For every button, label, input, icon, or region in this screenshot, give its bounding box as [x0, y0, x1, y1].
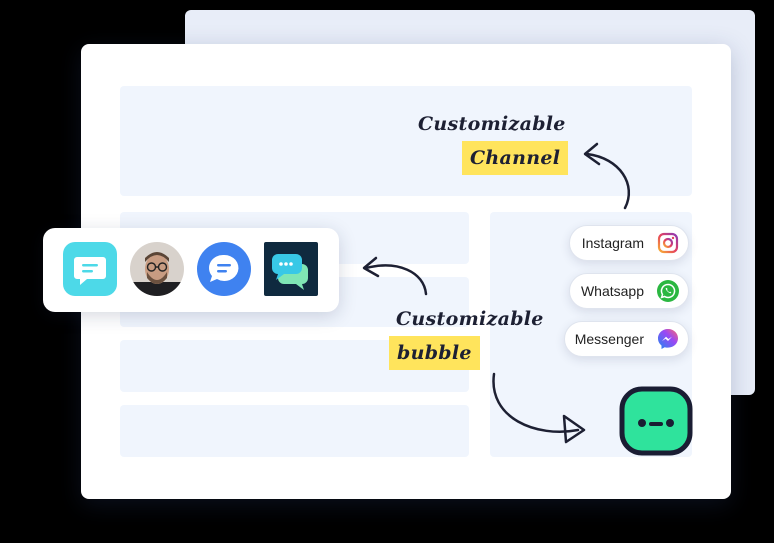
agent-avatar-photo[interactable] [130, 242, 184, 296]
channel-whatsapp-label: Whatsapp [580, 283, 644, 299]
chat-bubble-blue-icon[interactable] [197, 242, 251, 296]
bubble-options-card [43, 228, 339, 312]
chat-bubbles-dark-icon[interactable] [264, 242, 318, 296]
channel-label-line1: Customizable [418, 113, 566, 135]
chatbot-launcher-icon[interactable] [619, 386, 693, 456]
bubble-label-line2: bubble [389, 336, 480, 370]
chat-bubble-teal-icon[interactable] [63, 242, 117, 296]
arrow-to-channel [583, 142, 631, 210]
whatsapp-icon [657, 280, 679, 302]
arrow-to-bubbles [362, 256, 428, 296]
instagram-icon [657, 232, 679, 254]
header-placeholder [120, 86, 692, 196]
channel-whatsapp[interactable]: Whatsapp [569, 273, 689, 309]
arrow-to-bot [492, 372, 586, 444]
content-placeholder-4 [120, 405, 469, 457]
messenger-icon [658, 329, 678, 349]
channel-label-line2: Channel [462, 141, 569, 175]
channel-messenger-label: Messenger [574, 331, 644, 347]
channel-instagram-label: Instagram [581, 235, 644, 251]
channel-instagram[interactable]: Instagram [569, 225, 689, 261]
channel-messenger[interactable]: Messenger [564, 321, 689, 357]
bubble-label-line1: Customizable [396, 308, 544, 330]
